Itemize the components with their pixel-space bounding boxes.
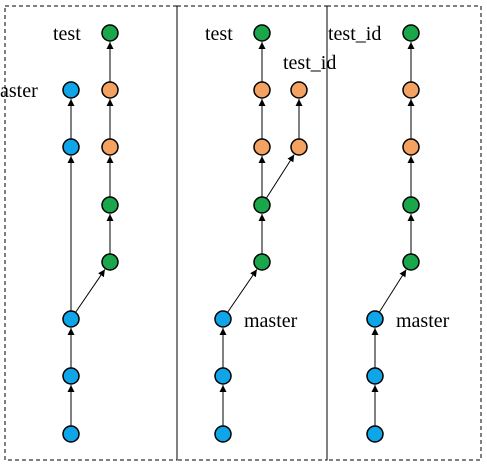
panel-3-commit-node-a3 [366,310,384,328]
panel-3-edge-a3-b1 [378,269,407,313]
panel-2-commit-node-b5 [253,24,271,42]
panel-1-commit-node-a5 [62,81,80,99]
panel-3-label-master: master [396,310,450,332]
panel-1-commit-node-a4 [62,138,80,156]
panel-1-commit-node-a1 [62,425,80,443]
panel-2-commit-node-a3 [214,310,232,328]
panel-1-commit-node-b1 [101,253,119,271]
panel-3-commit-node-a2 [366,367,384,385]
panel-2-label-test: test [205,23,233,45]
panel-1-commit-node-b5 [101,24,119,42]
panel-1-commit-node-b4 [101,81,119,99]
panel-3-commit-node-b1 [402,253,420,271]
panel-2-commit-node-b4 [253,81,271,99]
panel-2-commit-node-a1 [214,425,232,443]
panel-1-frame [4,5,178,461]
panel-2-edge-b2-c1 [265,154,295,199]
panel-2-label-master: master [244,310,298,332]
panel-1-commit-node-a3 [62,310,80,328]
panel-1-label-test: test [53,23,81,45]
panel-3-commit-node-b5 [402,24,420,42]
panel-2-commit-node-c1 [290,138,308,156]
panel-2-commit-node-c2 [290,81,308,99]
panel-1-label-master: aster [0,80,38,102]
panel-1-commit-node-b3 [101,138,119,156]
panel-3-label-test-id: test_id [328,23,381,45]
panel-2-edge-a3-b1 [227,269,258,313]
panel-3-commit-node-a1 [366,425,384,443]
nodes-layer [62,24,420,443]
panel-3-commit-node-b4 [402,81,420,99]
panel-1-commit-node-b2 [101,196,119,214]
edges-layer [67,42,415,426]
panel-2-commit-node-b1 [253,253,271,271]
panel-2-commit-node-b3 [253,138,271,156]
panel-2-frame [176,5,328,461]
panel-2-label-test-id: test_id [283,52,336,74]
panel-1-commit-node-a2 [62,367,80,385]
panel-3-commit-node-b3 [402,138,420,156]
panel-2-commit-node-b2 [253,196,271,214]
panel-3-commit-node-b2 [402,196,420,214]
panel-2-commit-node-a2 [214,367,232,385]
panel-1-edge-a3-b1 [75,269,106,313]
panel-3-frame [326,5,482,461]
